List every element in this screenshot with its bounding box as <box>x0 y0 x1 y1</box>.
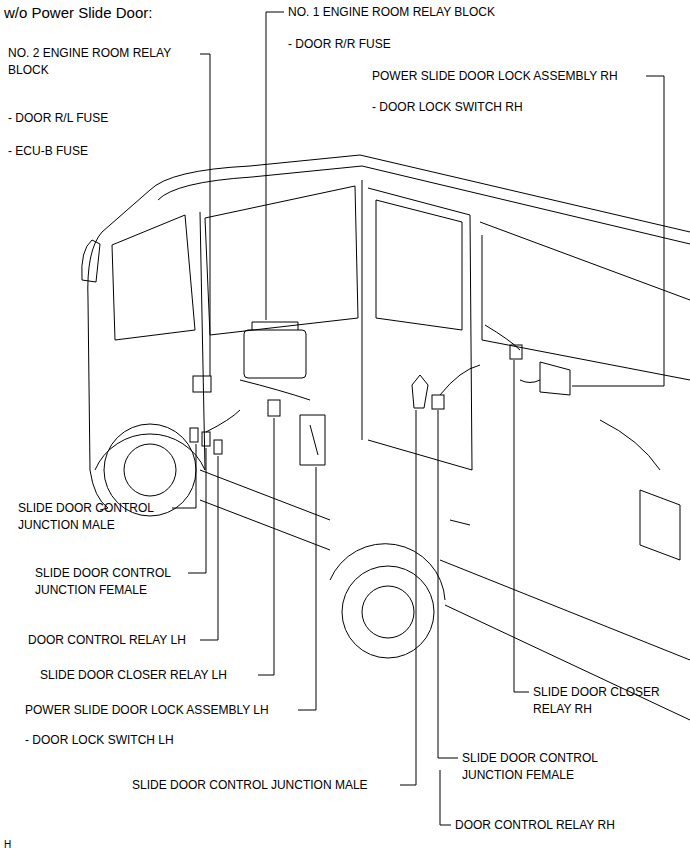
part-label: - DOOR R/L FUSE <box>8 110 108 127</box>
part-label: SLIDE DOOR CONTROL JUNCTION MALE <box>132 777 368 794</box>
relay <box>214 440 222 454</box>
leader-line <box>172 444 196 508</box>
part-label: SLIDE DOOR CLOSER RELAY LH <box>40 667 227 684</box>
wire <box>440 365 480 395</box>
relay-block <box>244 330 306 378</box>
front-face <box>88 190 150 508</box>
connector <box>412 375 428 408</box>
connector <box>190 428 198 442</box>
relay-block <box>193 376 211 392</box>
door-lock <box>300 415 325 465</box>
leader-line <box>188 448 206 573</box>
wire <box>520 380 540 383</box>
title: w/o Power Slide Door: <box>4 4 152 22</box>
relay <box>432 395 444 409</box>
relay-block <box>252 322 298 330</box>
roof-line <box>158 166 690 244</box>
figure-code: H <box>4 836 11 853</box>
part-label: POWER SLIDE DOOR LOCK ASSEMBLY RH <box>372 68 618 85</box>
leader-line <box>400 410 416 785</box>
tail-light <box>640 490 680 560</box>
door-line <box>200 212 205 470</box>
door-lock <box>540 362 570 395</box>
body-line <box>445 605 690 720</box>
door-line <box>362 180 363 440</box>
wire <box>206 410 240 432</box>
mirror <box>82 240 100 282</box>
windshield <box>112 215 195 340</box>
part-label: SLIDE DOOR CONTROL JUNCTION FEMALE <box>35 565 195 599</box>
part-label: - DOOR LOCK SWITCH RH <box>372 99 523 116</box>
wire <box>240 380 310 400</box>
part-label: NO. 1 ENGINE ROOM RELAY BLOCK <box>288 4 495 21</box>
part-label: POWER SLIDE DOOR LOCK ASSEMBLY LH <box>25 702 269 719</box>
part-label: - DOOR R/R FUSE <box>288 36 391 53</box>
rear-wheel <box>342 566 434 658</box>
leader-line <box>514 360 529 692</box>
leader-line <box>266 12 284 320</box>
part-label: SLIDE DOOR CLOSER RELAY RH <box>533 684 683 718</box>
wheel-arch <box>95 434 205 470</box>
part-label: SLIDE DOOR CONTROL JUNCTION FEMALE <box>462 750 627 784</box>
front-hub <box>124 444 176 496</box>
leader-line <box>200 54 210 376</box>
relay <box>510 345 522 359</box>
sill-line <box>200 470 330 520</box>
connector <box>202 432 210 446</box>
slide-window <box>376 200 462 330</box>
slide-door <box>368 188 472 470</box>
handle <box>450 520 470 525</box>
front-window <box>205 186 358 335</box>
leader-line <box>258 418 274 675</box>
leader-line <box>200 456 218 640</box>
rear-window <box>482 235 690 380</box>
rear-window <box>480 222 690 300</box>
wire <box>485 325 520 350</box>
rear-hub <box>362 586 414 638</box>
part-label: DOOR CONTROL RELAY RH <box>455 817 615 834</box>
part-label: - ECU-B FUSE <box>8 143 88 160</box>
part-label: - DOOR LOCK SWITCH LH <box>25 732 174 749</box>
part-label: NO. 2 ENGINE ROOM RELAY BLOCK <box>8 45 198 79</box>
relay <box>268 400 280 416</box>
roof-line <box>150 155 690 232</box>
part-label: SLIDE DOOR CONTROL JUNCTION MALE <box>18 500 183 534</box>
leader-line <box>438 410 458 758</box>
leader-line <box>440 770 451 825</box>
part-label: DOOR CONTROL RELAY LH <box>28 632 186 649</box>
sill-line <box>440 560 690 660</box>
door-lock <box>310 425 318 455</box>
leader-line <box>298 467 316 710</box>
rear-edge <box>600 420 660 470</box>
leader-line <box>572 76 664 386</box>
body-line <box>200 500 330 550</box>
